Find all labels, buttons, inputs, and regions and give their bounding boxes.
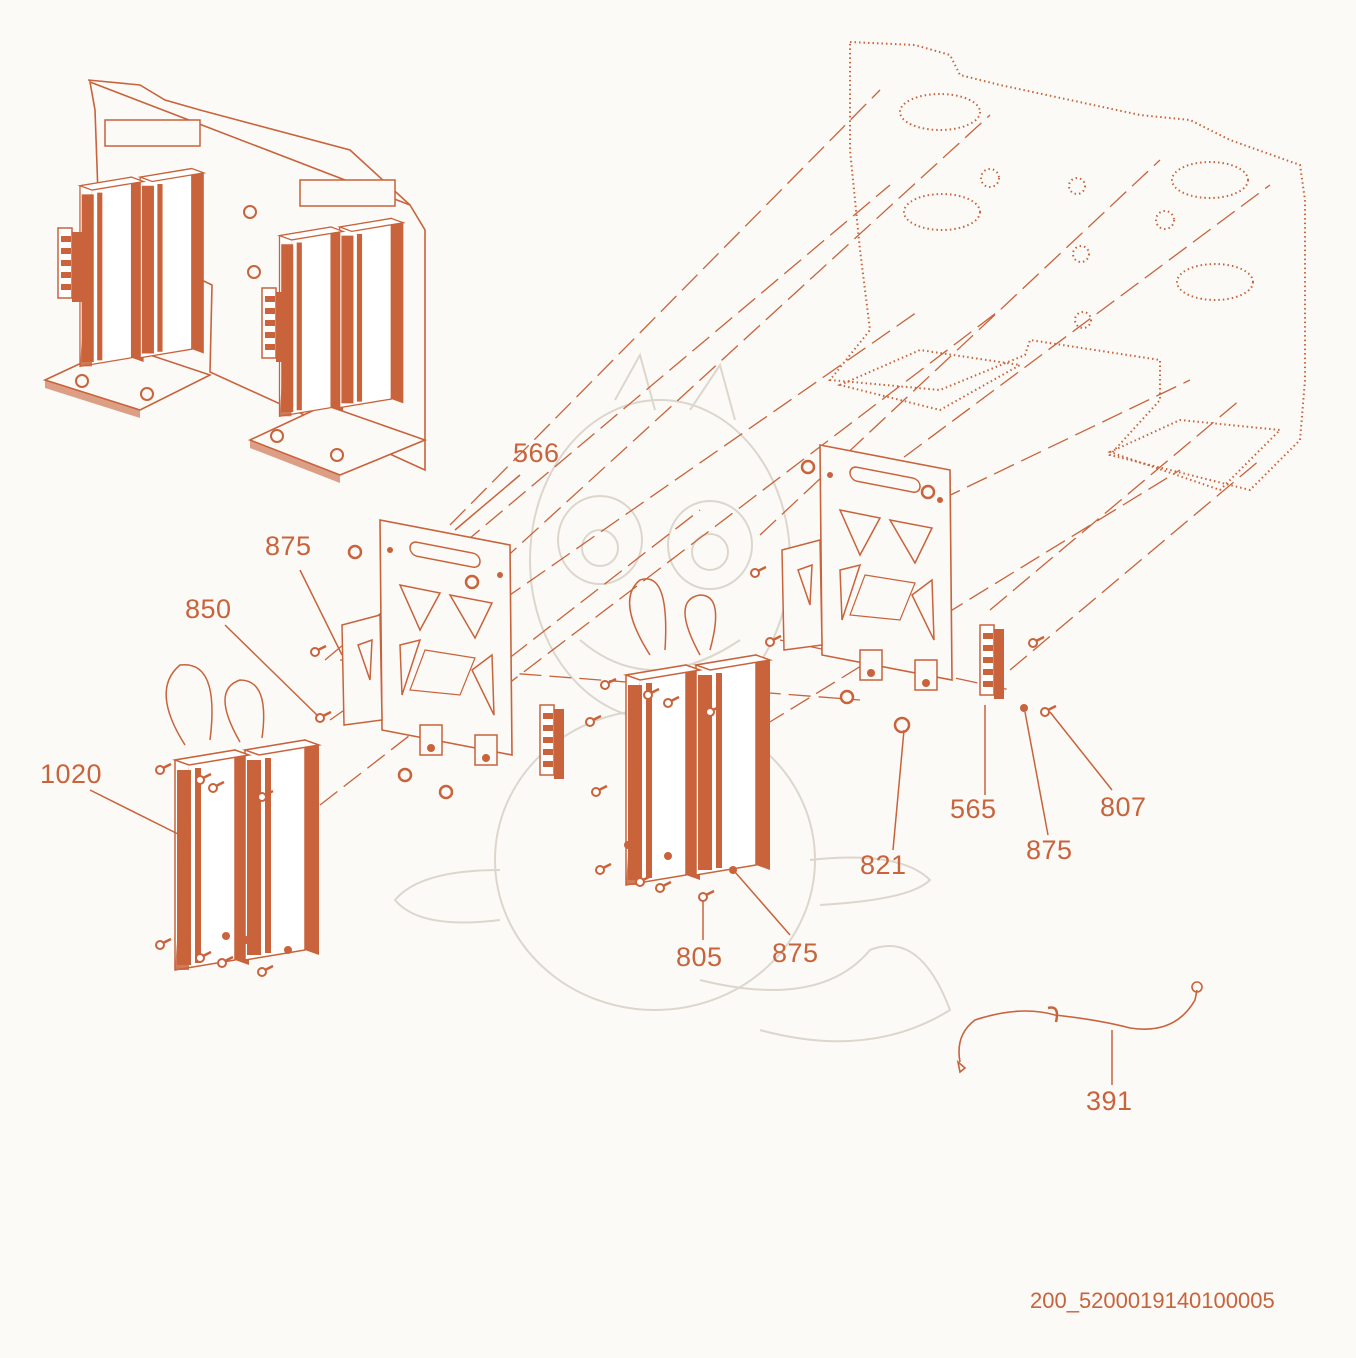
document-id: 200_5200019140100005 xyxy=(1030,1288,1275,1313)
callout-821: 821 xyxy=(860,850,907,880)
callout-875-left: 875 xyxy=(265,531,312,561)
callout-850: 850 xyxy=(185,594,232,624)
leader-lines xyxy=(89,474,1113,1085)
callout-807: 807 xyxy=(1100,792,1147,822)
wire-harness xyxy=(956,981,1203,1074)
callout-1020: 1020 xyxy=(40,759,103,789)
callout-566: 566 xyxy=(513,438,560,468)
callout-875-center: 875 xyxy=(772,938,819,968)
exploded-parts xyxy=(154,444,1058,978)
base-panel-dotted xyxy=(828,40,1306,492)
callout-565: 565 xyxy=(950,794,997,824)
assembled-view xyxy=(42,79,428,483)
callout-805: 805 xyxy=(676,942,723,972)
callout-391: 391 xyxy=(1086,1086,1133,1116)
callout-875-right: 875 xyxy=(1026,835,1073,865)
